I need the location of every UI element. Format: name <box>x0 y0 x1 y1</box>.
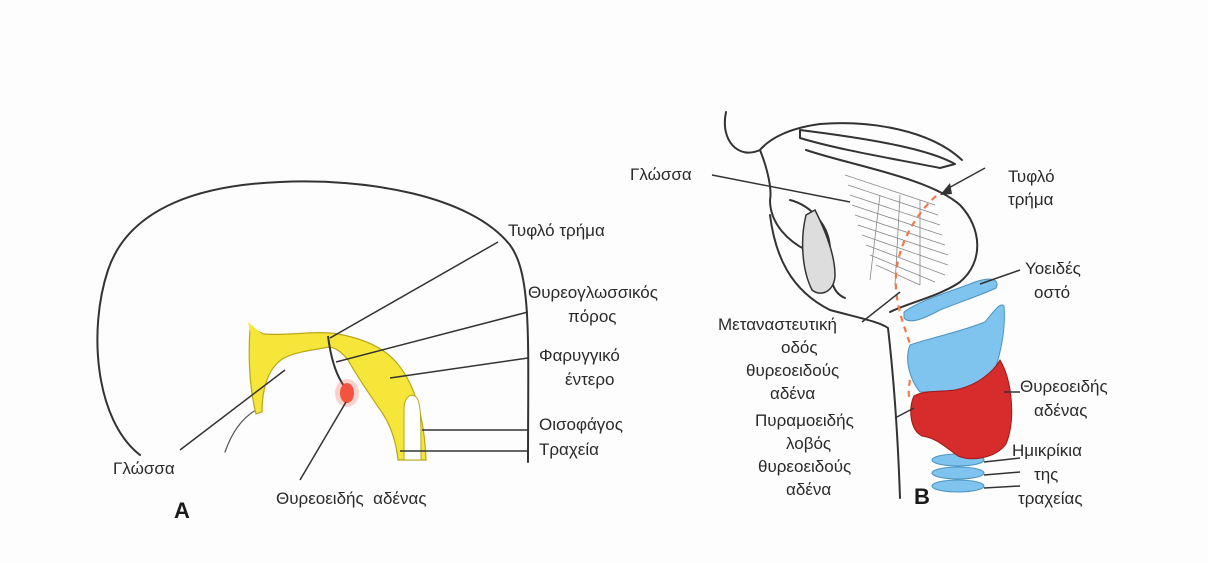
leader-tongue-b <box>712 175 850 202</box>
leader-hyoid <box>980 270 1020 284</box>
label-foramen-cecum-b-line2: τρήμα <box>1008 190 1054 209</box>
label-hyoid-line1: Υοειδές <box>1025 259 1081 278</box>
leader-migration-path <box>862 292 900 322</box>
label-migration-line1: Μεταναστευτική <box>718 315 837 334</box>
leader-pharyngeal-gut <box>390 358 528 378</box>
label-tracheal-rings-line1: Ημικρίκια <box>1012 441 1082 460</box>
label-tongue-a: Γλώσσα <box>113 459 175 478</box>
label-thyroid-a: Θυρεοειδής αδένας <box>276 489 427 508</box>
panel-b-letter: B <box>914 484 930 509</box>
leader-rings-3 <box>984 486 1020 488</box>
leader-thyroglossal-duct <box>336 312 528 362</box>
panel-a: Τυφλό τρήμα Θυρεογλωσσικός πόρος Φαρυγγι… <box>97 181 658 523</box>
label-pyramidal-line4: αδένα <box>786 480 831 499</box>
label-esophagus: Οισοφάγος <box>539 415 623 434</box>
label-tracheal-rings-line3: τραχείας <box>1018 489 1083 508</box>
nasal-outline <box>760 150 806 250</box>
label-thyroglossal-duct-line2: πόρος <box>568 307 617 326</box>
label-foramen-cecum-b-line1: Τυφλό <box>1008 167 1055 186</box>
label-foramen-cecum-a: Τυφλό τρήμα <box>508 221 605 240</box>
mouth-curve <box>225 410 256 452</box>
label-thyroid-b-line1: Θυρεοειδής <box>1020 377 1108 396</box>
mandible <box>803 210 835 293</box>
hyoid-bone <box>904 279 997 321</box>
tongue-muscle-hatch <box>845 175 948 285</box>
label-thyroid-b-line2: αδένας <box>1034 401 1087 420</box>
leader-rings-2 <box>984 472 1020 475</box>
label-pyramidal-line1: Πυραμοειδής <box>755 411 854 430</box>
label-pyramidal-line3: θυρεοειδούς <box>758 457 851 476</box>
arrowhead-foramen-cecum <box>940 183 952 195</box>
label-thyroglossal-duct-line1: Θυρεογλωσσικός <box>528 283 658 302</box>
panel-b: Γλώσσα Τυφλό τρήμα Υοειδές οστό Μεταναστ… <box>630 112 1108 509</box>
label-pharyngeal-gut-line2: έντερο <box>565 370 615 389</box>
label-pyramidal-line2: λοβός <box>786 434 831 453</box>
label-trachea: Τραχεία <box>539 440 599 459</box>
soft-palate <box>800 130 955 168</box>
panel-a-letter: A <box>174 498 190 523</box>
embryo-head-outline <box>97 181 528 462</box>
label-tongue-b: Γλώσσα <box>630 165 692 184</box>
tracheal-rings <box>932 454 984 492</box>
leader-foramen-cecum-b <box>945 168 985 190</box>
leader-thyroid-a <box>300 402 346 480</box>
label-tracheal-rings-line2: της <box>1034 465 1058 484</box>
label-migration-line2: οδός <box>781 338 818 357</box>
leader-foramen-cecum-a <box>330 242 498 338</box>
label-pharyngeal-gut-line1: Φαρυγγικό <box>539 346 620 365</box>
label-migration-line4: αδένα <box>770 384 815 403</box>
leader-tongue-a <box>180 370 285 450</box>
label-hyoid-line2: οστό <box>1034 283 1070 302</box>
label-migration-line3: θυρεοειδούς <box>746 361 839 380</box>
